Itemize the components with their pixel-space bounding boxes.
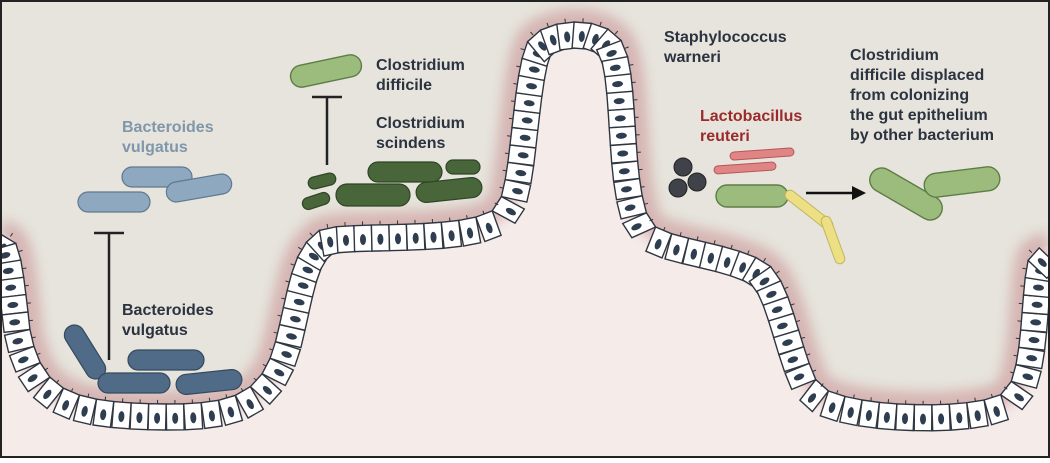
microvillus xyxy=(25,285,29,286)
microvillus xyxy=(632,82,636,83)
microvillus xyxy=(641,187,645,188)
microvillus xyxy=(22,268,26,269)
coccus xyxy=(669,179,687,197)
microvillus xyxy=(516,66,520,67)
microvillus xyxy=(327,224,328,228)
bacterium-rod xyxy=(446,160,480,174)
microvillus xyxy=(629,65,633,66)
bacterium-rod xyxy=(336,184,410,206)
coccus xyxy=(674,158,692,176)
microvillus xyxy=(503,170,507,171)
microvillus xyxy=(975,398,976,402)
bacterium-rod xyxy=(98,373,170,393)
microvillus xyxy=(1014,355,1018,356)
microvillus xyxy=(209,398,210,402)
microvillus xyxy=(513,84,517,85)
bacterium-rod xyxy=(368,162,442,182)
bacterium-rod xyxy=(128,350,204,370)
microvillus xyxy=(505,153,509,154)
microvillus xyxy=(105,397,106,401)
microvillus xyxy=(1022,268,1026,269)
microvillus xyxy=(565,19,566,23)
microvillus xyxy=(467,215,468,219)
bacterium-rod xyxy=(78,192,150,212)
microvillus xyxy=(871,397,872,401)
coccus xyxy=(688,173,706,191)
clostridium-difficile-displaced-cell xyxy=(716,185,788,207)
